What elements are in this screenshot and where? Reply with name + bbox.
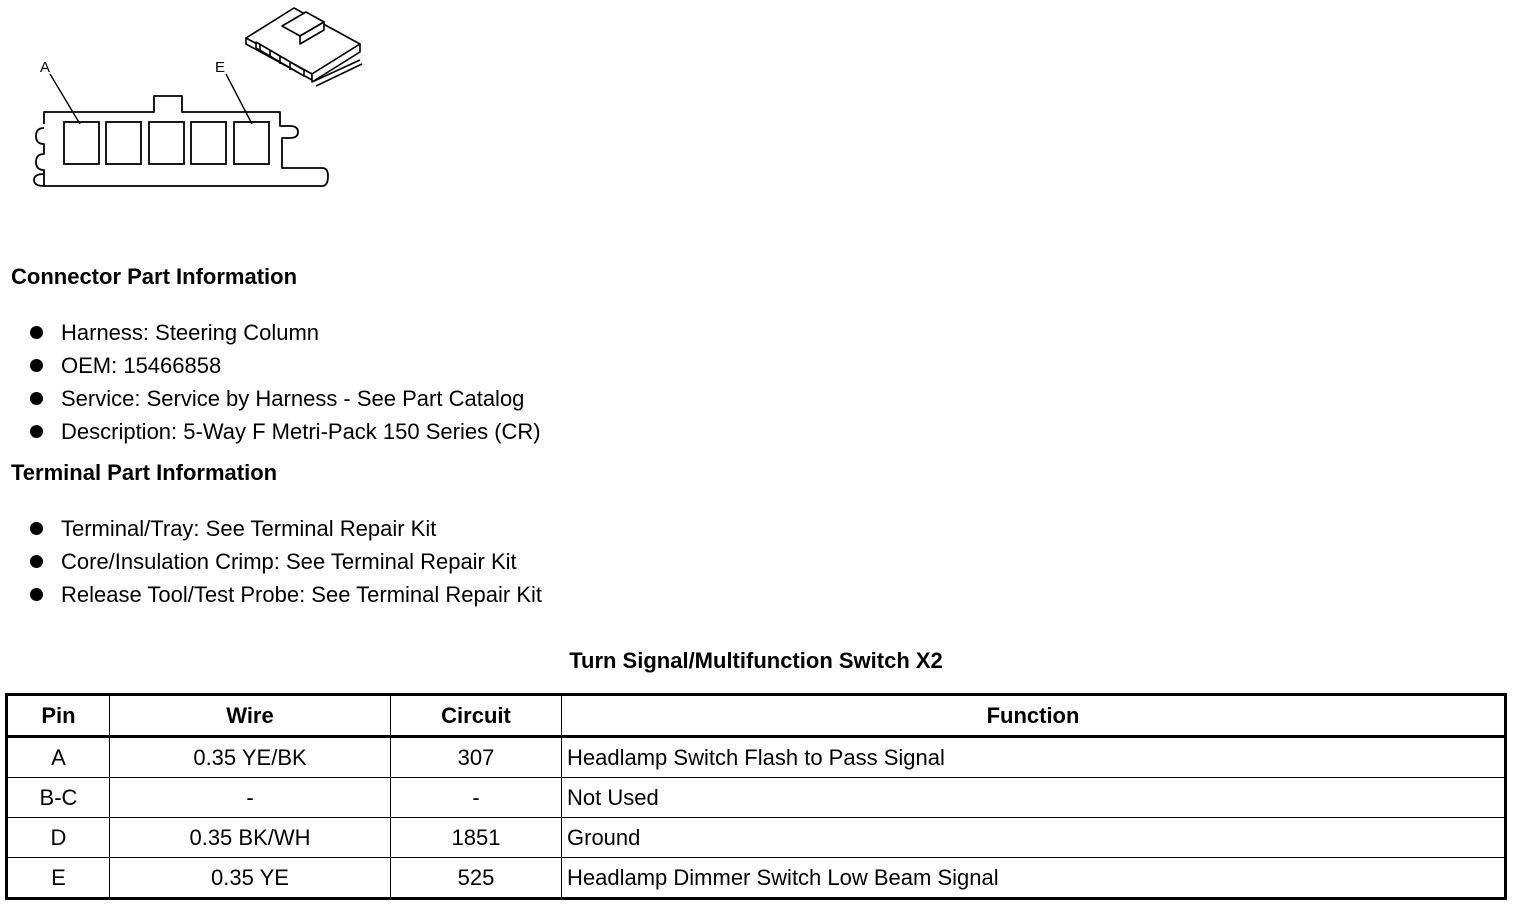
table-row: E 0.35 YE 525 Headlamp Dimmer Switch Low…: [6, 857, 1506, 899]
bullet-icon: [30, 555, 43, 568]
bullet-icon: [30, 425, 43, 438]
cavity-c: [148, 121, 185, 165]
list-item: Release Tool/Test Probe: See Terminal Re…: [30, 578, 542, 611]
table-header-row: Pin Wire Circuit Function: [6, 694, 1506, 737]
connector-3d-icon: [245, 7, 363, 87]
callout-e: E: [215, 59, 225, 76]
connector-info-list: Harness: Steering Column OEM: 15466858 S…: [30, 316, 541, 448]
bullet-icon: [30, 326, 43, 339]
table-row: D 0.35 BK/WH 1851 Ground: [6, 817, 1506, 858]
bullet-icon: [30, 359, 43, 372]
function-cell: Not Used: [561, 777, 1506, 818]
bullet-icon: [30, 588, 43, 601]
pin-cell: A: [6, 736, 110, 778]
cavity-e: [233, 121, 270, 165]
wire-cell: 0.35 BK/WH: [109, 817, 391, 858]
pin-table: Pin Wire Circuit Function A 0.35 YE/BK 3…: [5, 693, 1507, 900]
list-item: OEM: 15466858: [30, 349, 541, 382]
cavity-b: [105, 121, 142, 165]
list-item: Service: Service by Harness - See Part C…: [30, 382, 541, 415]
connector-info-heading: Connector Part Information: [11, 264, 298, 289]
table-row: B-C - - Not Used: [6, 777, 1506, 818]
pin-cell: D: [6, 817, 110, 858]
wire-cell: 0.35 YE/BK: [109, 736, 391, 778]
circuit-cell: 1851: [390, 817, 562, 858]
cavity-d: [190, 121, 227, 165]
list-item: Harness: Steering Column: [30, 316, 541, 349]
column-header-pin: Pin: [6, 694, 110, 737]
circuit-cell: -: [390, 777, 562, 818]
list-item: Core/Insulation Crimp: See Terminal Repa…: [30, 545, 542, 578]
pin-cell: E: [6, 857, 110, 899]
column-header-wire: Wire: [109, 694, 391, 737]
wire-cell: -: [109, 777, 391, 818]
connector-diagram: A E: [20, 0, 380, 200]
list-item: Terminal/Tray: See Terminal Repair Kit: [30, 512, 542, 545]
column-header-circuit: Circuit: [390, 694, 562, 737]
list-item: Description: 5-Way F Metri-Pack 150 Seri…: [30, 415, 541, 448]
terminal-info-list: Terminal/Tray: See Terminal Repair Kit C…: [30, 512, 542, 611]
wire-cell: 0.35 YE: [109, 857, 391, 899]
function-cell: Ground: [561, 817, 1506, 858]
terminal-info-heading: Terminal Part Information: [11, 460, 278, 485]
table-row: A 0.35 YE/BK 307 Headlamp Switch Flash t…: [6, 736, 1506, 778]
circuit-cell: 525: [390, 857, 562, 899]
function-cell: Headlamp Switch Flash to Pass Signal: [561, 736, 1506, 778]
cavity-a: [63, 121, 100, 165]
column-header-function: Function: [561, 694, 1506, 737]
pin-table-title: Turn Signal/Multifunction Switch X2: [569, 648, 943, 673]
circuit-cell: 307: [390, 736, 562, 778]
function-cell: Headlamp Dimmer Switch Low Beam Signal: [561, 857, 1506, 899]
leader-line-a: [49, 73, 81, 125]
pin-cell: B-C: [6, 777, 110, 818]
callout-a: A: [40, 59, 50, 76]
bullet-icon: [30, 392, 43, 405]
leader-line-e: [225, 73, 253, 125]
bullet-icon: [30, 522, 43, 535]
